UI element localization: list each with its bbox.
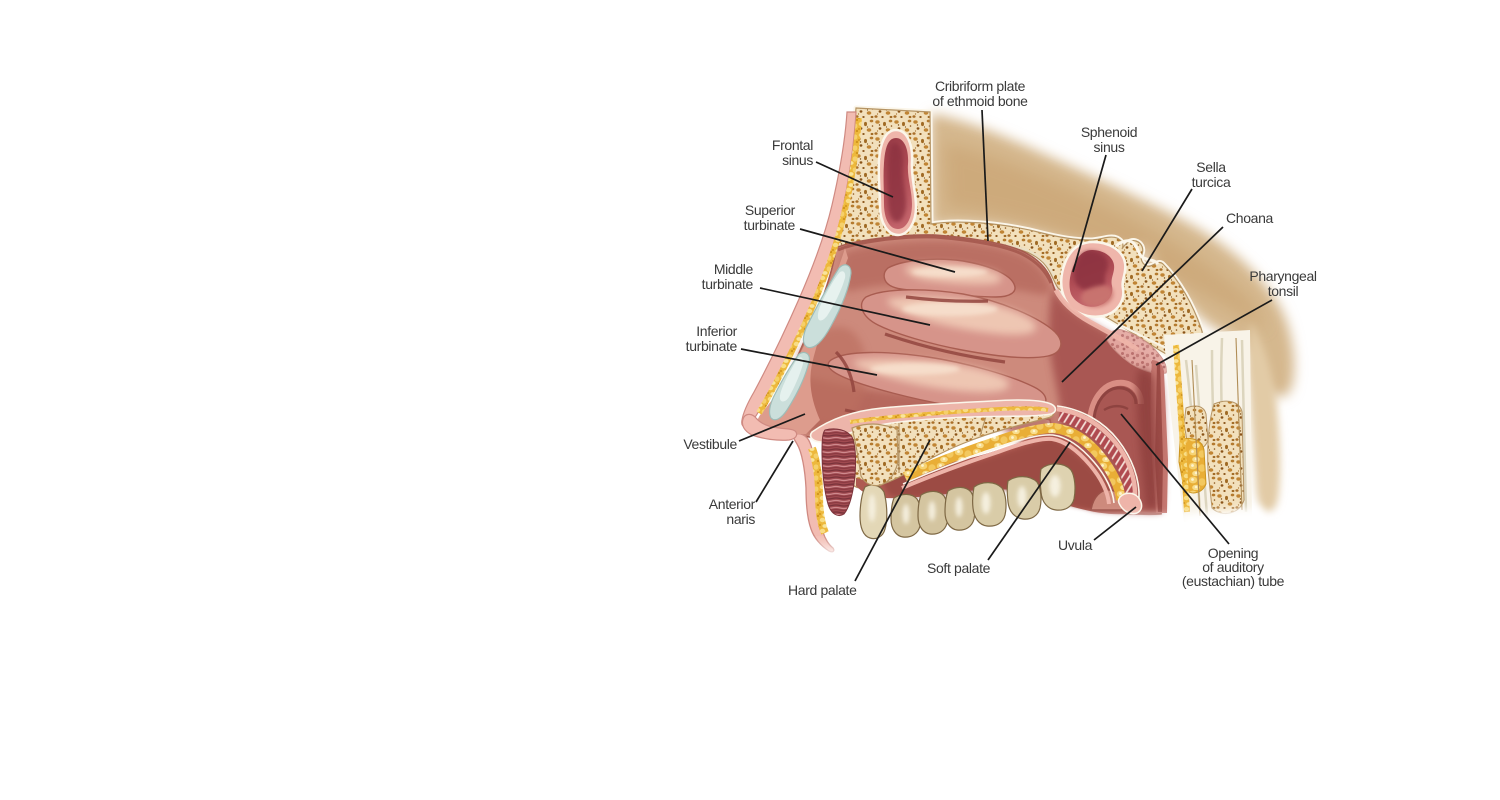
svg-text:Inferior: Inferior bbox=[696, 323, 737, 339]
svg-text:Superior: Superior bbox=[745, 202, 796, 218]
svg-text:Opening: Opening bbox=[1208, 545, 1258, 561]
svg-text:naris: naris bbox=[726, 511, 755, 527]
svg-text:(eustachian) tube: (eustachian) tube bbox=[1182, 573, 1285, 589]
svg-text:turbinate: turbinate bbox=[702, 276, 754, 292]
svg-text:turcica: turcica bbox=[1192, 174, 1231, 190]
svg-text:Uvula: Uvula bbox=[1058, 537, 1093, 553]
svg-text:of ethmoid bone: of ethmoid bone bbox=[932, 93, 1028, 109]
svg-text:Anterior: Anterior bbox=[709, 496, 756, 512]
svg-text:Hard palate: Hard palate bbox=[788, 582, 857, 598]
svg-text:Middle: Middle bbox=[714, 261, 754, 277]
svg-text:Pharyngeal: Pharyngeal bbox=[1249, 268, 1317, 284]
svg-text:turbinate: turbinate bbox=[686, 338, 738, 354]
svg-text:turbinate: turbinate bbox=[744, 217, 796, 233]
svg-text:sinus: sinus bbox=[782, 152, 813, 168]
svg-text:Cribriform plate: Cribriform plate bbox=[935, 78, 1026, 94]
svg-text:Vestibule: Vestibule bbox=[683, 436, 737, 452]
svg-text:Sphenoid: Sphenoid bbox=[1081, 124, 1137, 140]
svg-text:Sella: Sella bbox=[1196, 159, 1226, 175]
svg-text:Soft palate: Soft palate bbox=[927, 560, 991, 576]
svg-text:Frontal: Frontal bbox=[772, 137, 813, 153]
svg-text:of auditory: of auditory bbox=[1202, 559, 1264, 575]
svg-text:tonsil: tonsil bbox=[1268, 283, 1299, 299]
svg-text:sinus: sinus bbox=[1094, 139, 1125, 155]
svg-text:Choana: Choana bbox=[1226, 210, 1274, 226]
